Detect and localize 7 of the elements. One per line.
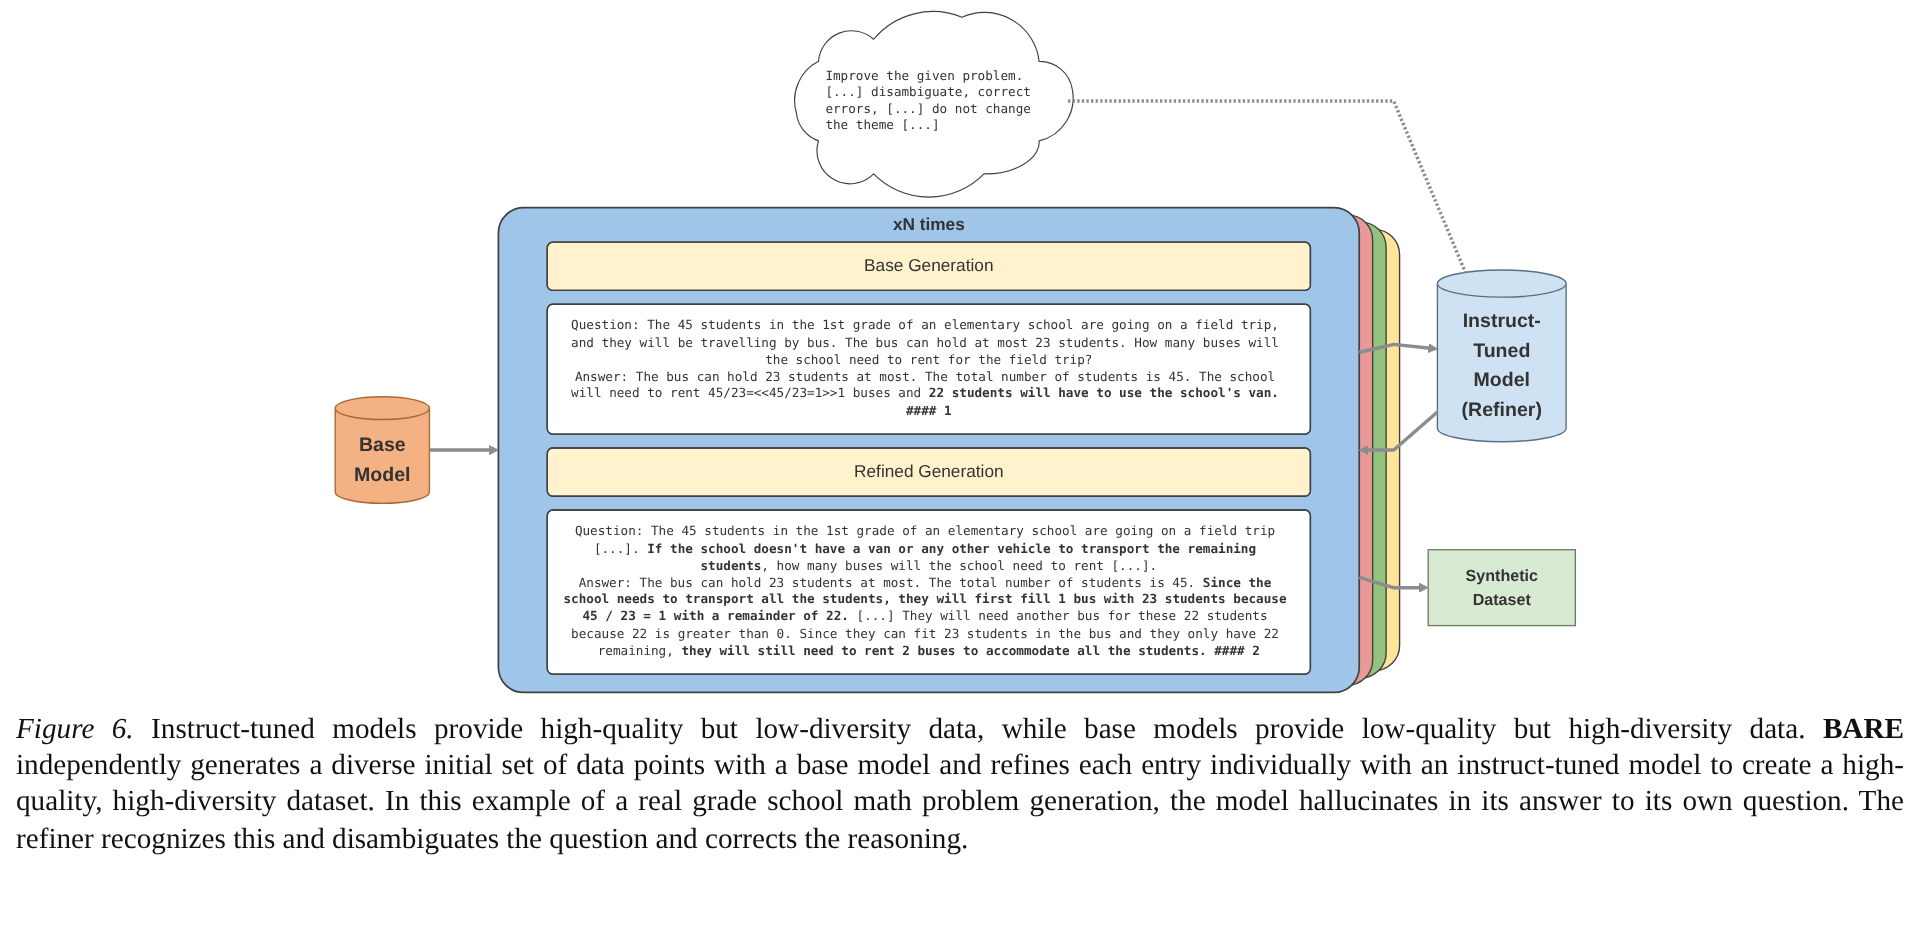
arrow bbox=[1357, 410, 1438, 456]
caption: Figure 6. Instruct-tuned models provide high-quality but low-diversity data, while base models provide low-quality but high-diversity data. BARE independently generates a diverse initial set of data points with a base model and refines each entry individually with an instruct-tuned model to create a high-quality, high-diversity dataset. In this example of a real grade school math problem generation, the model hallucinates in its answer to its own question. The refiner recognizes this and disambiguates the question and corrects the reasoning. bbox=[16, 712, 1904, 858]
arrow bbox=[1357, 575, 1428, 593]
connector bbox=[1067, 99, 1466, 274]
node-box: Synthetic Dataset bbox=[1426, 549, 1575, 627]
arrow bbox=[428, 445, 498, 456]
arrow bbox=[1357, 342, 1437, 354]
